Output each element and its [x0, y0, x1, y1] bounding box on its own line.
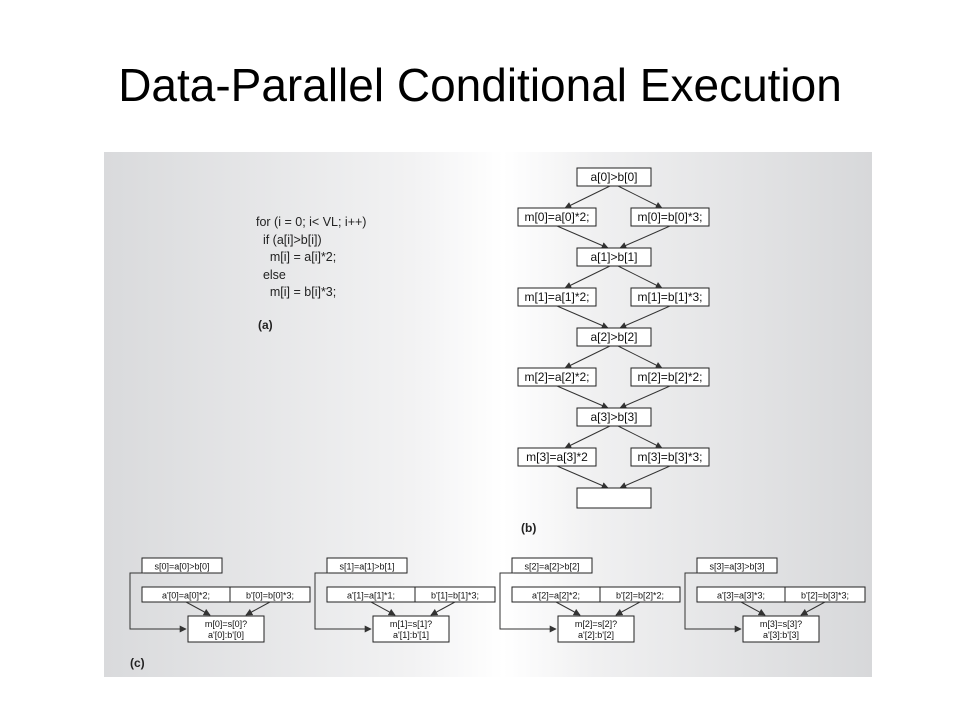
select-line-2: a'[0]:b'[0]: [208, 630, 244, 640]
condition-box: [576, 167, 652, 187]
then-box-text: m[3]=a[3]*2: [526, 450, 588, 464]
code-listing: for (i = 0; i< VL; i++) if (a[i]>b[i]) m…: [256, 214, 366, 302]
select-line-2: a'[3]:b'[3]: [763, 630, 799, 640]
condition-connector: [684, 572, 742, 633]
condition-connector: [499, 572, 557, 633]
a-prime-box-text: a'[3]=a[3]*3;: [717, 591, 765, 601]
panel-a-label: (a): [258, 318, 273, 332]
a-prime-box-text: a'[0]=a[0]*2;: [162, 591, 210, 601]
select-line-1: m[0]=s[0]?: [205, 619, 247, 629]
a-prime-box-text: a'[1]=a[1]*1;: [347, 591, 395, 601]
b-prime-box-text: b'[2]=b[3]*3;: [801, 591, 849, 601]
a-prime-connector: [370, 601, 396, 616]
panel-b-flowchart: a[0]>b[0] m[0]=a[0]*2; m[0]=b[0]*3; a[1]>b[…: [517, 167, 710, 509]
branch-arrow: [617, 185, 663, 209]
select-line-1: m[2]=s[2]?: [575, 619, 617, 629]
condition-box-text: a[3]>b[3]: [590, 410, 637, 424]
branch-arrow: [617, 265, 663, 289]
condition-box: [576, 247, 652, 267]
then-box-text: m[1]=a[1]*2;: [524, 290, 589, 304]
code-line: for (i = 0; i< VL; i++): [256, 215, 367, 229]
else-box-text: m[1]=b[1]*3;: [637, 290, 702, 304]
merge-arrow: [619, 225, 671, 249]
condition-box: [141, 557, 223, 574]
b-prime-box-text: b'[0]=b[0]*3;: [246, 591, 294, 601]
condition-box: [576, 327, 652, 347]
code-line: if (a[i]>b[i]): [256, 232, 322, 247]
branch-arrow: [617, 425, 663, 449]
slide-title: Data-Parallel Conditional Execution: [118, 59, 842, 111]
condition-box-text: s[0]=a[0]>b[0]: [154, 562, 209, 572]
panel-b-label: (b): [521, 521, 537, 535]
select-line-2: a'[1]:b'[1]: [393, 630, 429, 640]
merge-arrow: [619, 305, 671, 329]
condition-box-text: s[2]=a[2]>b[2]: [524, 562, 579, 572]
b-prime-connector: [615, 601, 641, 616]
merge-arrow: [556, 465, 609, 489]
select-line-1: m[3]=s[3]?: [760, 619, 802, 629]
condition-box-text: a[2]>b[2]: [590, 330, 637, 344]
then-box-text: m[2]=a[2]*2;: [524, 370, 589, 384]
a-prime-connector: [185, 601, 211, 616]
a-prime-connector: [555, 601, 581, 616]
a-prime-box-text: a'[2]=a[2]*2;: [532, 591, 580, 601]
condition-box: [326, 557, 408, 574]
merge-arrow: [619, 465, 671, 489]
condition-connector: [129, 572, 187, 633]
b-prime-connector: [430, 601, 456, 616]
panel-c-selection-diagram: s[0]=a[0]>b[0] a'[0]=a[0]*2; b'[0]=b[0]*3;…: [129, 557, 866, 643]
b-prime-box-text: b'[1]=b[1]*3;: [431, 591, 479, 601]
else-box-text: m[2]=b[2]*2;: [637, 370, 702, 384]
code-line: m[i] = b[i]*3;: [256, 285, 337, 299]
select-box: [742, 615, 820, 643]
b-prime-connector: [800, 601, 826, 616]
merge-arrow: [556, 385, 609, 409]
b-prime-box-text: b'[2]=b[2]*2;: [616, 591, 664, 601]
then-box-text: m[0]=a[0]*2;: [524, 210, 589, 224]
select-box: [557, 615, 635, 643]
condition-box-text: a[0]>b[0]: [590, 170, 637, 184]
a-prime-connector: [740, 601, 766, 616]
branch-arrow: [617, 345, 663, 369]
branch-arrow: [564, 345, 611, 369]
condition-box-text: s[3]=a[3]>b[3]: [709, 562, 764, 572]
else-box-text: m[0]=b[0]*3;: [637, 210, 702, 224]
select-line-1: m[1]=s[1]?: [390, 619, 432, 629]
b-prime-connector: [245, 601, 271, 616]
select-box: [187, 615, 265, 643]
end-box: [576, 487, 652, 509]
merge-arrow: [619, 385, 671, 409]
panel-c-label: (c): [130, 656, 145, 670]
condition-box-text: s[1]=a[1]>b[1]: [339, 562, 394, 572]
condition-box: [696, 557, 778, 574]
code-line: else: [256, 267, 286, 282]
branch-arrow: [564, 185, 611, 209]
condition-box: [511, 557, 593, 574]
condition-connector: [314, 572, 372, 633]
else-box-text: m[3]=b[3]*3;: [637, 450, 702, 464]
code-line: m[i] = a[i]*2;: [256, 250, 337, 264]
branch-arrow: [564, 265, 611, 289]
merge-arrow: [556, 225, 609, 249]
condition-box-text: a[1]>b[1]: [590, 250, 637, 264]
select-box: [372, 615, 450, 643]
branch-arrow: [564, 425, 611, 449]
condition-box: [576, 407, 652, 427]
merge-arrow: [556, 305, 609, 329]
select-line-2: a'[2]:b'[2]: [578, 630, 614, 640]
